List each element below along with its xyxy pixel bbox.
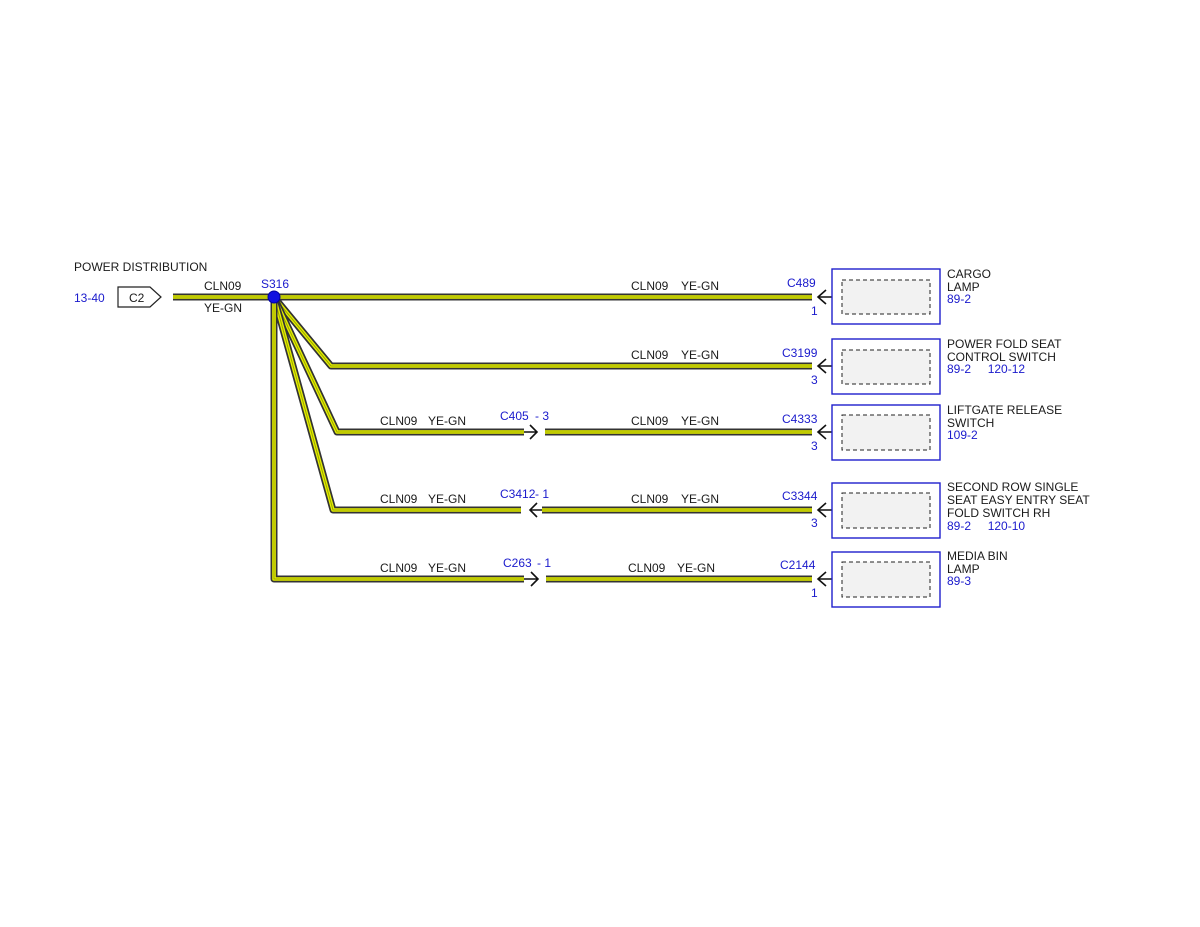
liftgate-release-switch-inner [841,414,931,451]
second-row-name-3: FOLD SWITCH RH [947,506,1050,520]
branch-5-inline-circuit: CLN09 [380,561,418,575]
power-fold-seat-switch-inner [841,349,931,385]
branch-5-pin: 1 [811,586,818,600]
source-wire-color: YE-GN [204,301,242,315]
wire-branch-4 [270,296,812,514]
branch-4-inline-pin: - 1 [535,487,549,501]
media-bin-name-1: MEDIA BIN [947,549,1008,563]
branch-3-inline-color: YE-GN [428,414,466,428]
power-fold-seat-name-1: POWER FOLD SEAT [947,337,1062,351]
power-fold-seat-refs: 89-2 120-12 [947,362,1025,376]
branch-1-pin: 1 [811,304,818,318]
power-fold-seat-name-2: CONTROL SWITCH [947,350,1056,364]
branch-5-inline-color: YE-GN [428,561,466,575]
branch-3-inline-circuit: CLN09 [380,414,418,428]
branch-4-connector[interactable]: C3344 [782,489,818,503]
branch-4-color: YE-GN [681,492,719,506]
branch-2-circuit: CLN09 [631,348,669,362]
branch-1-circuit: CLN09 [631,279,669,293]
source-ref: 13-40 [74,291,105,305]
branch-5-inline-connector[interactable]: C263 [503,556,532,570]
branch-4-inline-circuit: CLN09 [380,492,418,506]
branch-4-pin: 3 [811,516,818,530]
branch-2-color: YE-GN [681,348,719,362]
liftgate-refs: 109-2 [947,428,978,442]
second-row-name-2: SEAT EASY ENTRY SEAT [947,493,1090,507]
media-bin-lamp-inner [841,561,931,598]
branch-4-inline-connector[interactable]: C3412 [500,487,536,501]
source-connector[interactable]: C2 [117,286,162,308]
cargo-lamp-inner [841,279,931,315]
wire-branch-3 [270,295,812,436]
branch-5-circuit: CLN09 [628,561,666,575]
second-row-name-1: SECOND ROW SINGLE [947,480,1078,494]
branch-1-color: YE-GN [681,279,719,293]
branch-5-inline-arrow [524,571,540,587]
branch-5-color: YE-GN [677,561,715,575]
splice-dot[interactable] [267,290,281,304]
source-connector-label: C2 [129,291,145,305]
branch-3-inline-connector[interactable]: C405 [500,409,529,423]
branch-5-connector[interactable]: C2144 [780,558,816,572]
liftgate-name-1: LIFTGATE RELEASE [947,403,1062,417]
wire-branch-2 [271,294,812,370]
media-bin-name-2: LAMP [947,562,980,576]
second-row-seat-switch-inner [841,492,931,529]
branch-3-inline-pin: - 3 [535,409,549,423]
branch-4-inline-color: YE-GN [428,492,466,506]
power-distribution-title: POWER DISTRIBUTION [74,260,207,274]
branch-2-connector[interactable]: C3199 [782,346,818,360]
cargo-lamp-name-1: CARGO [947,267,991,281]
source-circuit: CLN09 [204,279,242,293]
branch-3-color: YE-GN [681,414,719,428]
branch-2-pin: 3 [811,373,818,387]
branch-4-inline-arrow [528,502,542,518]
cargo-lamp-refs: 89-2 [947,292,971,306]
second-row-refs: 89-2 120-10 [947,519,1025,533]
branch-5-inline-pin: - 1 [537,556,551,570]
wire-group [173,293,812,583]
branch-4-circuit: CLN09 [631,492,669,506]
branch-3-inline-arrow [524,424,539,440]
branch-3-circuit: CLN09 [631,414,669,428]
liftgate-name-2: SWITCH [947,416,994,430]
splice-label: S316 [261,277,289,291]
branch-3-connector[interactable]: C4333 [782,412,818,426]
media-bin-refs: 89-3 [947,574,971,588]
branch-1-connector[interactable]: C489 [787,276,816,290]
cargo-lamp-name-2: LAMP [947,280,980,294]
branch-3-pin: 3 [811,439,818,453]
wire-branch-5 [270,297,812,583]
